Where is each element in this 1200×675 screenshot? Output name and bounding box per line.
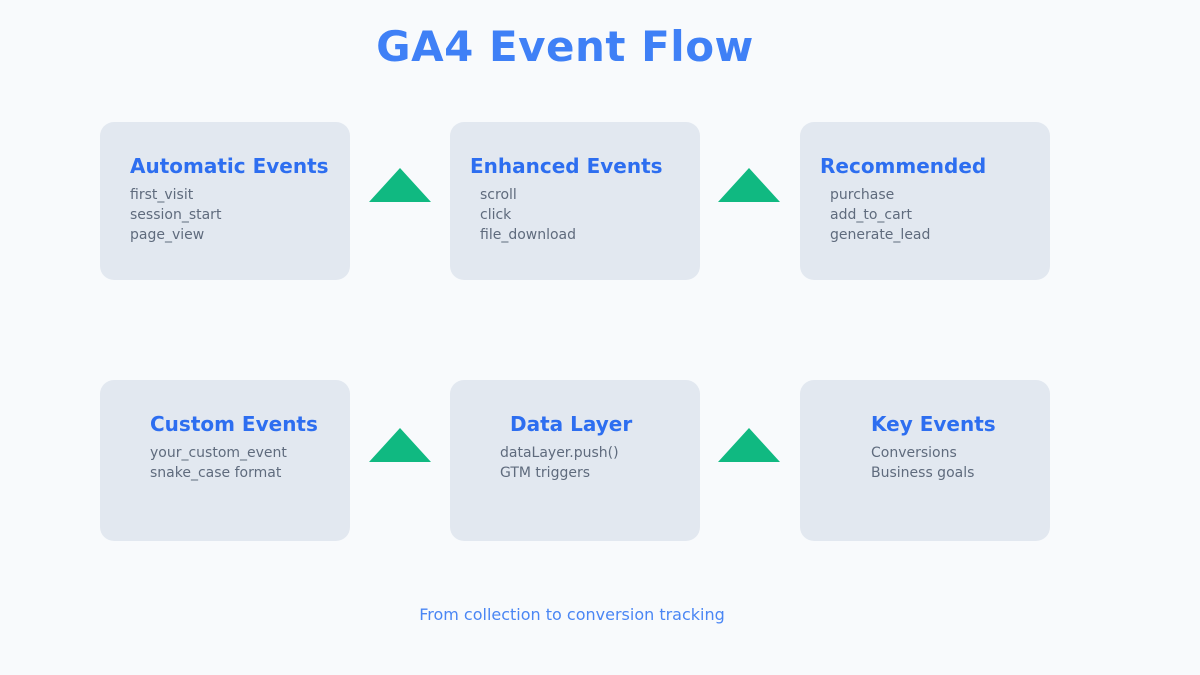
card-data-layer: Data Layer dataLayer.push() GTM triggers <box>450 380 700 541</box>
card-item-list: purchase add_to_cart generate_lead <box>800 185 1050 245</box>
card-heading: Key Events <box>871 412 996 436</box>
event-name: Business goals <box>871 465 975 481</box>
card-heading: Recommended <box>820 154 987 178</box>
card-item-list: Conversions Business goals <box>800 443 1050 483</box>
event-name: file_download <box>480 227 577 243</box>
card-heading: Enhanced Events <box>470 154 663 178</box>
card-custom-events: Custom Events your_custom_event snake_ca… <box>100 380 350 541</box>
card-heading: Custom Events <box>150 412 318 436</box>
event-name: page_view <box>130 227 205 243</box>
card-key-events: Key Events Conversions Business goals <box>800 380 1050 541</box>
card-heading: Automatic Events <box>130 154 329 178</box>
card-enhanced-events: Enhanced Events scroll click file_downlo… <box>450 122 700 280</box>
event-name: dataLayer.push() <box>500 445 619 461</box>
event-name: add_to_cart <box>830 207 912 223</box>
card-item-list: scroll click file_download <box>450 185 700 245</box>
event-name: purchase <box>830 187 895 203</box>
card-automatic-events: Automatic Events first_visit session_sta… <box>100 122 350 280</box>
card-heading: Data Layer <box>510 412 633 436</box>
arrow-up-icon <box>369 428 431 462</box>
event-name: your_custom_event <box>150 445 287 461</box>
diagram-caption: From collection to conversion tracking <box>419 605 725 624</box>
event-name: snake_case format <box>150 465 282 481</box>
card-recommended: Recommended purchase add_to_cart generat… <box>800 122 1050 280</box>
event-name: session_start <box>130 207 222 223</box>
card-item-list: first_visit session_start page_view <box>100 185 350 245</box>
arrow-up-icon <box>369 168 431 202</box>
card-item-list: dataLayer.push() GTM triggers <box>450 443 700 483</box>
arrow-up-icon <box>718 168 780 202</box>
event-name: generate_lead <box>830 227 931 243</box>
event-name: first_visit <box>130 187 194 203</box>
arrow-up-icon <box>718 428 780 462</box>
page-title: GA4 Event Flow <box>376 22 754 71</box>
event-name: Conversions <box>871 445 957 461</box>
event-name: click <box>480 207 512 223</box>
event-name: scroll <box>480 187 517 203</box>
card-item-list: your_custom_event snake_case format <box>100 443 350 483</box>
event-name: GTM triggers <box>500 465 591 481</box>
